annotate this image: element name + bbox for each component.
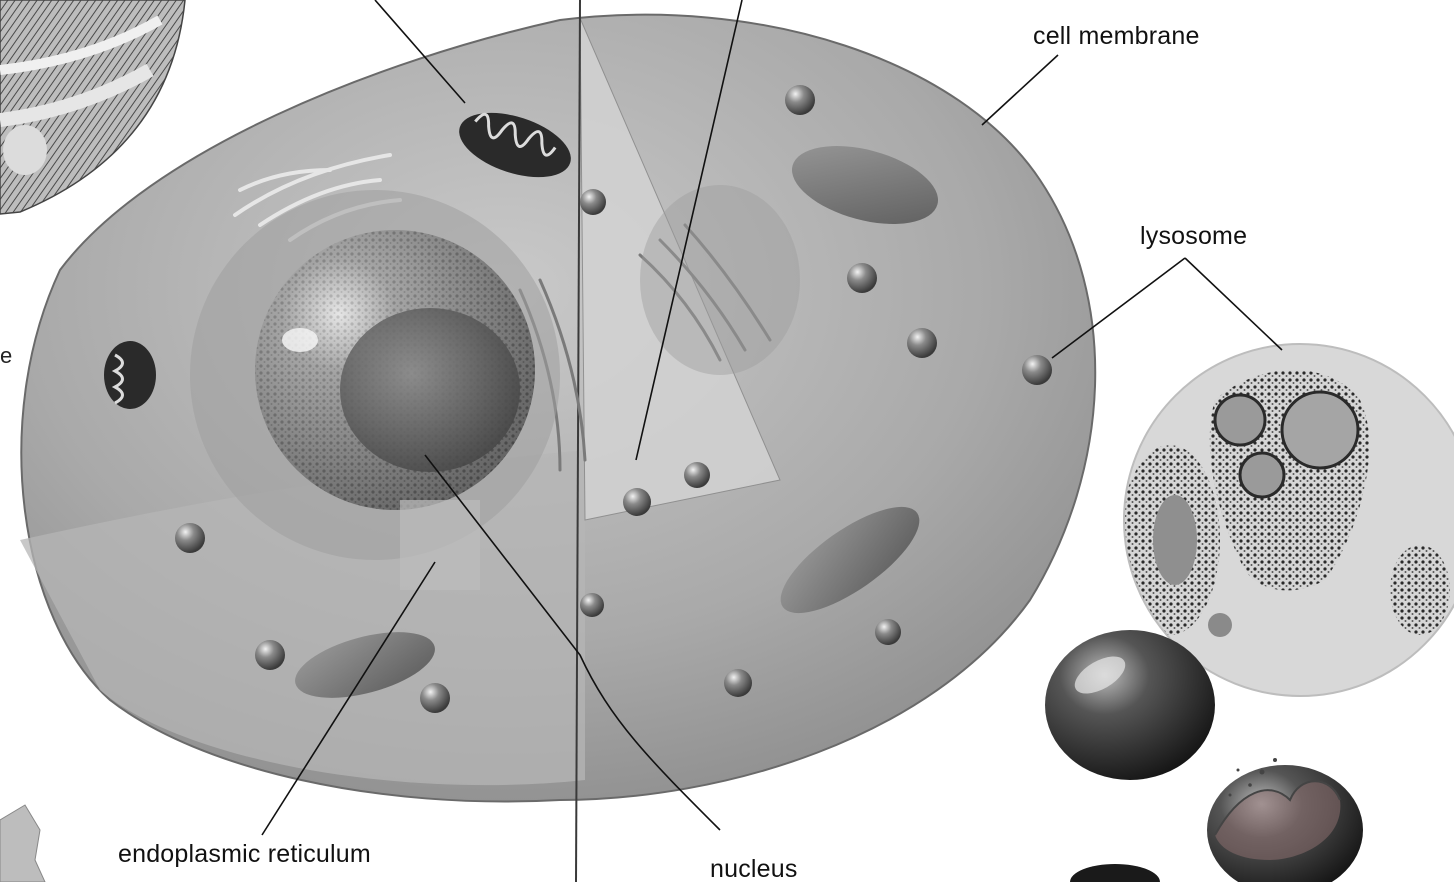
cropped-cell-fragment [0,805,45,882]
animal-cell-illustration [20,0,1095,882]
cropped-label-fragment: e [0,343,12,369]
endoplasmic-reticulum-label: endoplasmic reticulum [118,840,371,869]
cell-membrane-label: cell membrane [1033,22,1200,51]
nucleus-label: nucleus [710,855,798,884]
mitochondrion-left [104,341,156,409]
lysosome-label: lysosome [1140,222,1247,251]
